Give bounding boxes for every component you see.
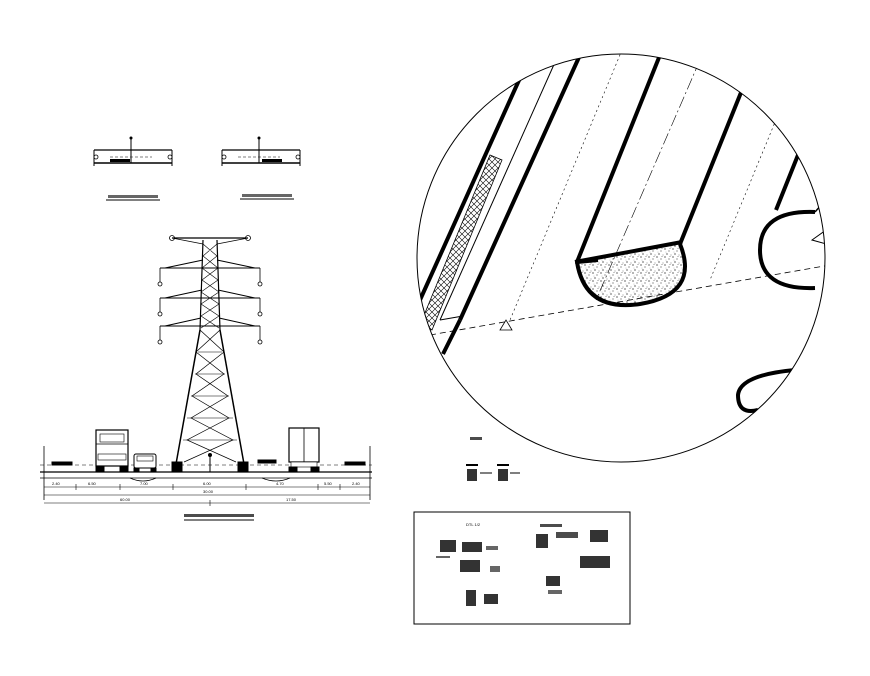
legend-panel: DTL 1/2 — [413, 511, 631, 625]
dim-left-edge: 2.40 — [52, 481, 61, 486]
detail-notes — [466, 437, 520, 481]
dimension-lines — [44, 484, 370, 506]
dim-right-half: 17.50 — [286, 497, 297, 502]
dim-right-lane: 5.50 — [324, 481, 333, 486]
pole-center — [208, 453, 212, 472]
legend-heading: DTL 1/2 — [466, 522, 481, 527]
enlarged-detail-circle — [416, 53, 826, 463]
dimension-labels: 2.40 6.50 7.00 6.00 4.70 5.50 2.40 30.00… — [52, 481, 361, 502]
dim-center-tower: 6.00 — [203, 481, 212, 486]
car-left — [133, 453, 157, 473]
dim-left-lane: 6.50 — [88, 481, 97, 486]
dim-left-carriageway: 7.00 — [140, 481, 149, 486]
section-title-underline — [184, 514, 254, 521]
dim-left-half: 60.00 — [120, 497, 131, 502]
transmission-tower — [157, 235, 263, 473]
dim-right-edge: 2.40 — [352, 481, 361, 486]
truck-right — [288, 427, 320, 473]
dim-right-carriageway: 4.70 — [276, 481, 285, 486]
road-section — [40, 446, 372, 500]
detail-drawing-right — [221, 136, 301, 200]
truck-left — [95, 429, 129, 473]
detail-drawing-left — [93, 136, 173, 201]
dim-total-width: 30.00 — [203, 489, 214, 494]
